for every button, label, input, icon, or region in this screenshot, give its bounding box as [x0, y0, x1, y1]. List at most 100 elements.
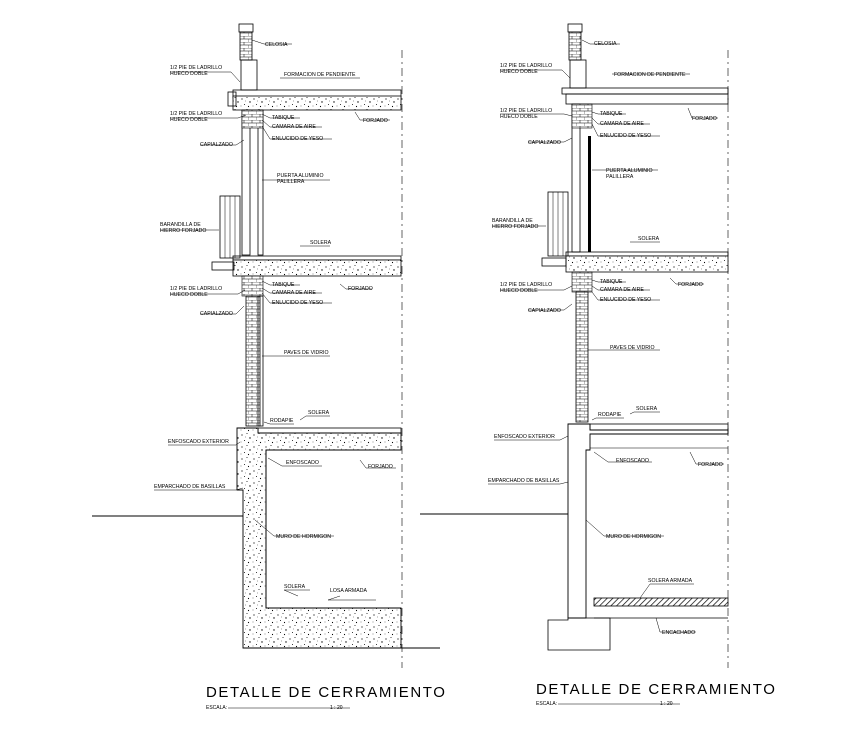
left-mid-solera: [232, 255, 402, 261]
label-formacion-pendiente: FORMACION DE PENDIENTE: [614, 72, 686, 78]
label-losa: LOSA ARMADA: [330, 588, 367, 594]
label-forjado: FORJADO: [348, 286, 373, 292]
label-capialzado: CAPIALZADO: [528, 308, 561, 314]
label-encachado: ENCACHADO: [662, 630, 695, 636]
right-ground-solera: [589, 423, 729, 431]
right-parapet: [569, 59, 587, 89]
label-enlucido: ENLUCIDO DE YESO: [272, 300, 323, 306]
label-tabique: TABIQUE: [600, 279, 623, 285]
label-camara-aire: CAMARA DE AIRE: [600, 121, 644, 127]
label-muro: MURO DE HORMIGON: [276, 534, 331, 540]
label-solera: SOLERA: [636, 406, 658, 412]
right-mid-balcony-edge: [541, 257, 567, 267]
label-hueco-doble: HUECO DOBLE: [170, 71, 208, 77]
label-half-brick: 1/2 PIE DE LADRILLO: [170, 111, 222, 117]
label-enlucido: ENLUCIDO DE YESO: [600, 133, 651, 139]
label-muro: MURO DE HORMIGON: [606, 534, 661, 540]
label-forjado: FORJADO: [368, 464, 393, 470]
right-celosia-cap: [567, 23, 583, 33]
label-barandilla: BARANDILLA DE: [160, 222, 201, 228]
right-roof-slab: [565, 93, 729, 105]
label-puerta: PUERTA ALUMINIO: [277, 173, 324, 179]
label-celosia: CELOSIA: [265, 42, 288, 48]
label-hueco-doble: HUECO DOBLE: [170, 117, 208, 123]
right-footing: [547, 617, 611, 651]
label-enfoscado-exterior: ENFOSCADO EXTERIOR: [168, 439, 229, 445]
left-section: CELOSIA 1/2 PIE DE LADRILLO HUECO DOBLE …: [92, 23, 447, 711]
label-solera: SOLERA: [310, 240, 332, 246]
right-lintel-1: [571, 103, 593, 129]
label-barandilla: HIERRO FORJADO: [492, 224, 538, 230]
label-forjado: FORJADO: [363, 118, 388, 124]
right-scale-value: 1 : 20: [660, 701, 673, 707]
left-mid-slab: [232, 259, 402, 277]
label-paves: PAVES DE VIDRIO: [610, 345, 655, 351]
label-tabique: TABIQUE: [600, 111, 623, 117]
label-celosia: CELOSIA: [594, 41, 617, 47]
label-enfoscado: ENFOSCADO: [286, 460, 319, 466]
right-paves-wall: [575, 291, 589, 423]
label-barandilla: BARANDILLA DE: [492, 218, 533, 224]
label-enfoscado: ENFOSCADO: [616, 458, 649, 464]
right-mid-slab: [565, 255, 729, 273]
left-ground-solera: [257, 427, 402, 434]
label-rodapie: RODAPIE: [598, 412, 622, 418]
right-celosia: [568, 31, 582, 61]
left-upper-wall-outer: [241, 109, 251, 256]
label-enlucido: ENLUCIDO DE YESO: [272, 136, 323, 142]
label-forjado: FORJADO: [692, 116, 717, 122]
label-camara-aire: CAMARA DE AIRE: [272, 124, 316, 130]
label-capialzado: CAPIALZADO: [200, 142, 233, 148]
label-tabique: TABIQUE: [272, 282, 295, 288]
right-mid-solera: [565, 251, 729, 257]
left-roof-edge: [227, 91, 237, 107]
left-upper-wall-inner: [257, 109, 264, 256]
label-half-brick: 1/2 PIE DE LADRILLO: [170, 65, 222, 71]
left-scale-value: 1 : 20: [330, 705, 343, 711]
label-half-brick: 1/2 PIE DE LADRILLO: [170, 286, 222, 292]
label-hueco-doble: HUECO DOBLE: [500, 288, 538, 294]
label-camara-aire: CAMARA DE AIRE: [600, 287, 644, 293]
label-forjado: FORJADO: [698, 462, 723, 468]
left-celosia-cap: [238, 23, 254, 33]
left-lintel-2: [241, 275, 264, 297]
right-solera-armada: [593, 597, 729, 607]
label-paves: PAVES DE VIDRIO: [284, 350, 329, 356]
label-barandilla: HIERRO FORJADO: [160, 228, 206, 234]
left-title: DETALLE DE CERRAMIENTO: [206, 684, 447, 701]
right-title: DETALLE DE CERRAMIENTO: [536, 681, 777, 698]
left-roof-slab: [232, 95, 402, 111]
left-paves-wall: [245, 295, 261, 427]
label-emparchado: EMPARCHADO DE BASILLAS: [488, 478, 560, 484]
label-puerta: PUERTA ALUMINIO: [606, 168, 653, 174]
right-basement-wall: [567, 423, 729, 619]
right-roof-membrane: [561, 87, 729, 95]
right-scale-label: ESCALA:: [536, 701, 557, 707]
label-hueco-doble: HUECO DOBLE: [500, 114, 538, 120]
label-solera: SOLERA: [284, 584, 306, 590]
left-parapet: [240, 59, 258, 91]
label-tabique: TABIQUE: [272, 115, 295, 121]
label-forjado: FORJADO: [678, 282, 703, 288]
right-door-frame: [588, 136, 591, 252]
label-solera-armada: SOLERA ARMADA: [648, 578, 693, 584]
label-solera: SOLERA: [308, 410, 330, 416]
label-capialzado: CAPIALZADO: [200, 311, 233, 317]
label-rodapie: RODAPIE: [270, 418, 294, 424]
label-capialzado: CAPIALZADO: [528, 140, 561, 146]
right-section: CELOSIA 1/2 PIE DE LADRILLO HUECO DOBLE …: [420, 23, 777, 707]
left-mid-balcony-edge: [211, 261, 235, 271]
right-lintel-2: [571, 271, 593, 293]
label-half-brick: 1/2 PIE DE LADRILLO: [500, 282, 552, 288]
label-puerta: PALILLERA: [277, 179, 305, 185]
label-solera: SOLERA: [638, 236, 660, 242]
label-puerta: PALILLERA: [606, 174, 634, 180]
label-enfoscado-exterior: ENFOSCADO EXTERIOR: [494, 434, 555, 440]
label-half-brick: 1/2 PIE DE LADRILLO: [500, 108, 552, 114]
label-camara-aire: CAMARA DE AIRE: [272, 290, 316, 296]
left-scale-label: ESCALA:: [206, 705, 227, 711]
left-lintel-1: [241, 109, 264, 129]
label-formacion-pendiente: FORMACION DE PENDIENTE: [284, 72, 356, 78]
label-emparchado: EMPARCHADO DE BASILLAS: [154, 484, 226, 490]
